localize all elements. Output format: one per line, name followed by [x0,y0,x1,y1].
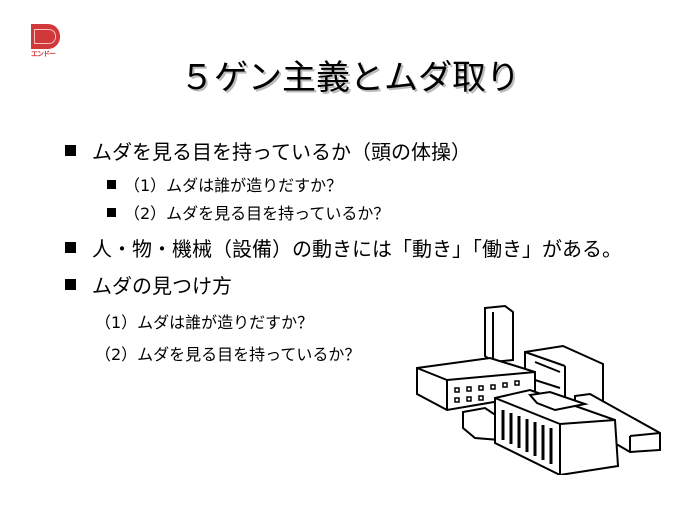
company-logo: エンドー [31,24,61,58]
slide-title: ５ゲン主義とムダ取り [180,58,520,98]
bullet-square-icon [65,145,76,156]
bullet-text: ムダの見つけ方 [92,274,232,298]
bullet-3: ムダの見つけ方 [65,270,232,299]
bullet-text: （2）ムダを見る目を持っているか？ [124,204,390,223]
bullet-square-icon [107,179,116,189]
bullet-1: ムダを見る目を持っているか（頭の体操） [65,136,471,165]
factory-illustration [416,304,661,475]
line-1: （1）ムダは誰が造りだすか？ [95,313,314,332]
bullet-square-icon [107,207,116,217]
sub-bullet-1: （1）ムダは誰が造りだすか？ [107,172,342,196]
sub-bullet-2: （2）ムダを見る目を持っているか？ [107,200,389,224]
line-2: （2）ムダを見る目を持っているか？ [95,345,361,364]
bullet-square-icon [65,279,76,290]
bullet-2: 人・物・機械（設備）の動きには「動き」「働き」がある。 [65,233,622,262]
bullet-text: 人・物・機械（設備）の動きには「動き」「働き」がある。 [92,237,622,261]
bullet-square-icon [65,242,76,253]
bullet-text: （1）ムダは誰が造りだすか？ [124,176,343,195]
bullet-text: ムダを見る目を持っているか（頭の体操） [92,140,471,164]
